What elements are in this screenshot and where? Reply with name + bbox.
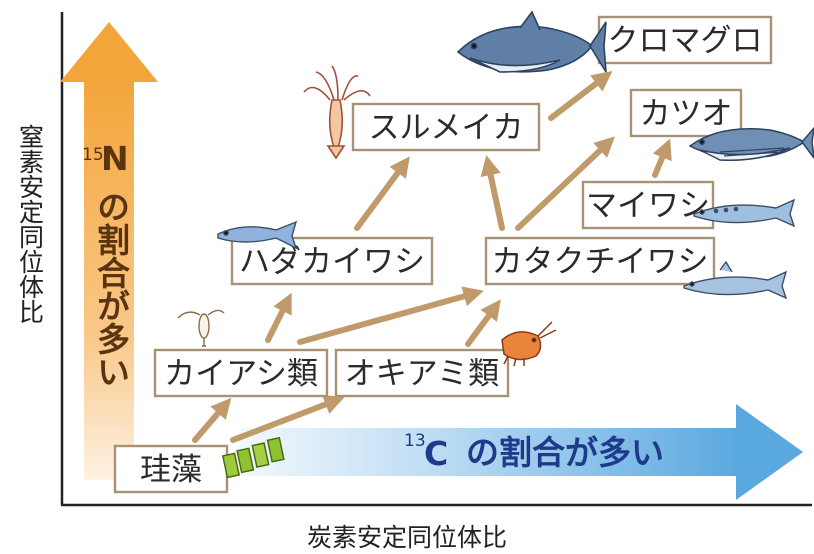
- nitrogen-caption-element: N: [101, 139, 129, 178]
- node-keiso: 珪藻: [113, 444, 229, 494]
- nitrogen-caption-text: の割合が多い: [92, 190, 131, 388]
- lanternfish-icon: [217, 220, 298, 250]
- node-hadakaiwashi-label: ハダカイワシ: [239, 244, 425, 280]
- y-axis-label: 窒素安定同位体比: [16, 124, 45, 324]
- skipjack-icon: [688, 126, 814, 161]
- node-kaiashi: カイアシ類: [153, 348, 329, 398]
- carbon-gradient-arrow: [240, 404, 803, 500]
- arrow-katakuchiiwashi-to-katsuo: [515, 136, 615, 231]
- node-katakuchiiwashi: カタクチイワシ: [484, 236, 716, 286]
- node-maiwashi: マイワシ: [581, 180, 715, 230]
- nitrogen-gradient-arrow: [60, 22, 158, 480]
- node-kuromaguro: クロマグロ: [597, 15, 773, 65]
- copepod-icon: [177, 309, 225, 347]
- krill-icon: [501, 321, 557, 367]
- node-surumeika: スルメイカ: [351, 102, 541, 152]
- carbon-caption-text: の割合が多い: [466, 433, 664, 472]
- node-hadakaiwashi: ハダカイワシ: [230, 236, 434, 286]
- carbon-caption-element: C: [424, 434, 448, 473]
- connector-arrows: [192, 71, 672, 443]
- x-axis-label: 炭素安定同位体比: [307, 523, 507, 552]
- node-katsuo: カツオ: [629, 88, 743, 138]
- nitrogen-caption-sup: 15: [82, 145, 104, 165]
- arrow-okiami-to-katakuchiiwashi: [465, 299, 501, 347]
- node-keiso-label: 珪藻: [140, 452, 202, 488]
- node-katakuchiiwashi-label: カタクチイワシ: [492, 244, 709, 280]
- node-kuromaguro-label: クロマグロ: [608, 23, 763, 59]
- squid-icon: [303, 65, 371, 160]
- arrow-maiwashi-to-katsuo: [652, 138, 672, 178]
- arrow-hadakaiwashi-to-surumeika: [354, 156, 410, 231]
- arrow-kaiashi-to-hadakaiwashi: [265, 292, 292, 343]
- sardine-icon: [693, 198, 796, 228]
- arrow-surumeika-to-kuromaguro: [548, 71, 613, 121]
- arrow-katakuchiiwashi-to-surumeika: [480, 155, 505, 231]
- arrow-keiso-to-kaiashi: [192, 397, 232, 443]
- carbon-caption-sup: 13: [404, 431, 426, 451]
- node-maiwashi-label: マイワシ: [586, 188, 710, 224]
- anchovy-icon: [683, 260, 788, 300]
- node-kaiashi-label: カイアシ類: [164, 356, 318, 392]
- node-okiami-label: オキアミ類: [345, 356, 499, 392]
- node-katsuo-label: カツオ: [640, 96, 733, 132]
- arrow-keiso-to-okiami: [230, 394, 345, 443]
- diatom-icon: [221, 436, 285, 479]
- bluefin-tuna-icon: [456, 10, 607, 73]
- node-surumeika-label: スルメイカ: [369, 110, 524, 146]
- node-okiami: オキアミ類: [334, 348, 510, 398]
- arrow-kaiashi-to-katakuchiiwashi: [297, 286, 484, 345]
